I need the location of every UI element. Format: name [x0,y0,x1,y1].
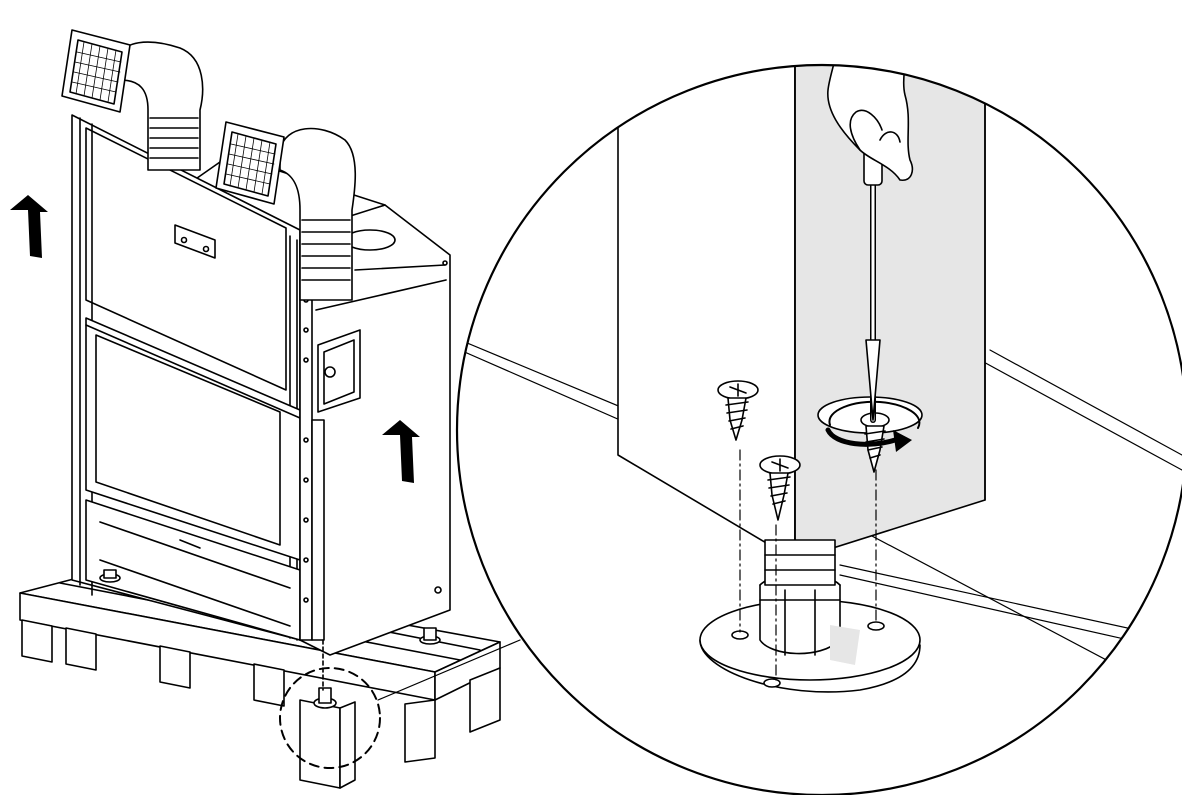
detail-view [456,64,1182,795]
screw-icon [759,455,801,521]
detail-callout-circle [279,667,381,769]
hand-icon [827,65,921,181]
stove-side-panel [299,204,451,656]
up-arrow-icon [10,195,420,483]
stove-leg [617,65,986,561]
right-air-outlet [215,121,357,301]
left-air-outlet [61,29,204,171]
alignment-lines [739,449,877,681]
rotation-arrow-icon [825,400,921,452]
stove-on-pallet [10,29,521,789]
magnifier-circle [456,64,1182,795]
callout-leader-line [377,639,521,701]
screw-icon [717,380,759,441]
stove-feet [99,569,441,709]
stove-front [71,114,325,641]
adjustable-foot [699,539,921,693]
